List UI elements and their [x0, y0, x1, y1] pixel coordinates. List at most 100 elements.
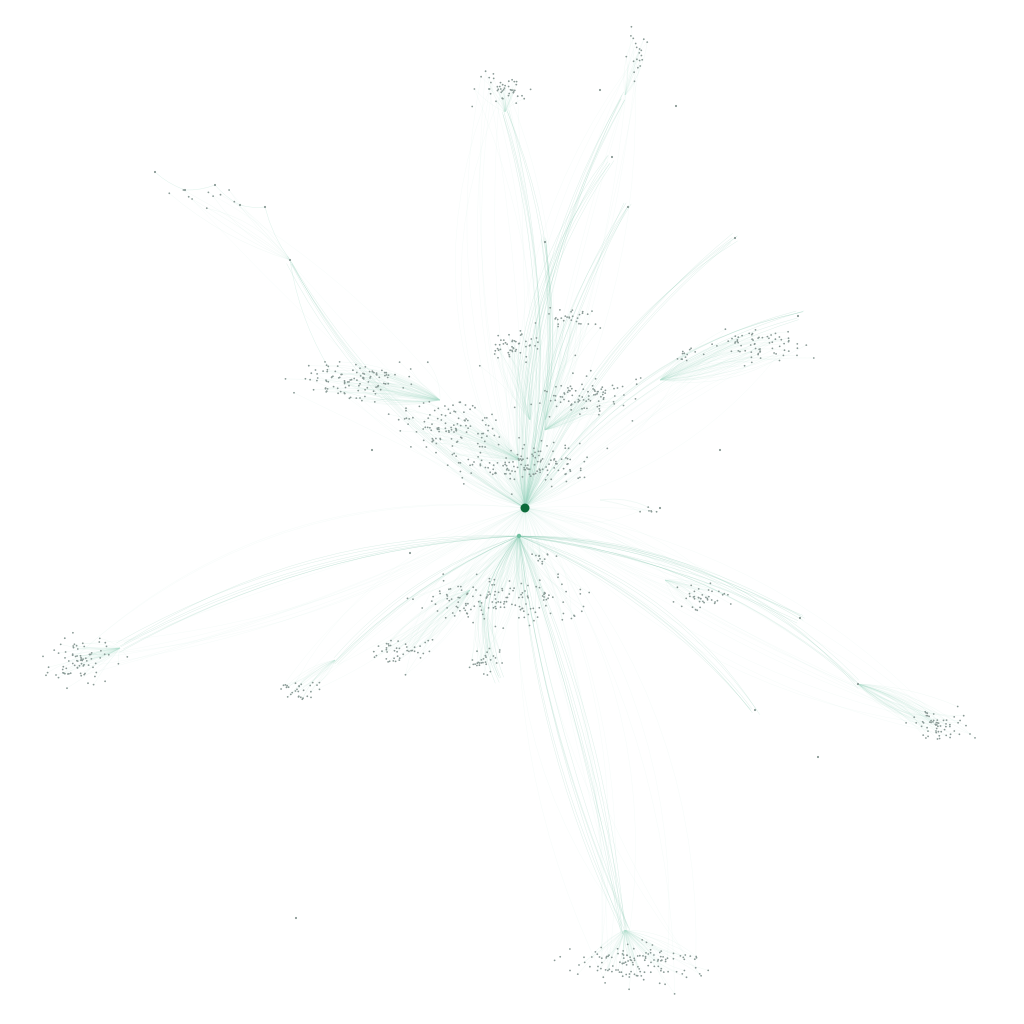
node-north — [507, 85, 510, 88]
node-center-left — [397, 418, 400, 421]
node-east — [739, 350, 741, 353]
node-center-left — [387, 413, 390, 415]
node-south-center — [453, 615, 456, 617]
cluster-edge-north — [489, 77, 506, 113]
hub-edge-south-far — [524, 507, 628, 945]
cluster-edge-south-inner — [479, 599, 491, 672]
cluster-edge-center — [524, 478, 579, 506]
cluster-edge-west-far — [81, 647, 121, 660]
node-south-center — [406, 597, 409, 600]
node-center — [523, 466, 525, 469]
cluster-edge-east-inner — [599, 499, 652, 512]
node-south-far — [644, 955, 647, 958]
node-center-left — [449, 412, 452, 414]
node-east — [778, 336, 781, 338]
cluster-edge-west-upper — [347, 381, 441, 402]
node-center-right — [566, 391, 569, 393]
cluster-edge-west-far — [84, 647, 121, 674]
cluster-edge-north — [504, 90, 512, 113]
cluster-edge-west-upper — [340, 389, 441, 401]
cluster-edge-west-far — [95, 647, 121, 664]
node-west-upper — [373, 371, 375, 374]
cluster-edge-west-lower — [286, 659, 336, 686]
cluster-edge-center-left — [456, 430, 521, 461]
node-south-east — [926, 714, 929, 717]
node-center-left — [444, 422, 447, 425]
node-center-right — [613, 403, 616, 405]
node-upper-small — [578, 322, 580, 325]
hub-edge-east — [524, 338, 789, 509]
cluster-edge-south-west-inner — [388, 589, 471, 645]
node-south-center — [432, 595, 434, 598]
cluster-edge-south-center — [516, 536, 523, 609]
cluster-edge-south-east — [857, 683, 930, 717]
cluster-edge-center-left — [457, 423, 521, 461]
cluster-edge-center — [497, 462, 526, 506]
cluster-edge-south-far — [624, 929, 675, 994]
cluster-edge-west-upper — [369, 377, 441, 401]
node-south-center — [520, 582, 523, 585]
hub-edge-south-inner — [485, 507, 526, 663]
cluster-edge-center-left — [432, 441, 521, 462]
node-west-upper — [375, 374, 378, 376]
peripheral-node — [753, 708, 757, 712]
node-center — [518, 459, 520, 461]
cluster-edge-center-left — [467, 420, 521, 461]
node-center — [545, 466, 547, 468]
node-south-west-inner — [398, 659, 401, 661]
cluster-edge-south-far — [606, 929, 626, 958]
cluster-edge-upper-small — [542, 318, 562, 421]
hub-edge-north-west-sparse — [208, 192, 526, 509]
node-center-right — [571, 394, 574, 397]
cluster-edge-west-far — [63, 647, 121, 674]
hub-edge-center-top — [508, 354, 526, 509]
node-center-right — [582, 399, 585, 401]
node-center — [520, 455, 523, 458]
node-center-right — [559, 395, 562, 398]
node-south-center — [446, 595, 449, 597]
node-center-left — [437, 407, 440, 410]
cluster-edge-south-far — [624, 929, 647, 943]
cluster-edge-center — [524, 470, 548, 506]
cluster-edge-center — [524, 479, 546, 506]
node-east — [757, 353, 759, 356]
trunk-edge — [518, 535, 798, 621]
node-upper-small — [581, 310, 584, 313]
node-south-east — [927, 730, 929, 732]
cluster-edge-south-inner — [472, 599, 481, 661]
hub-edge-east-lower — [524, 507, 703, 596]
node-south-center — [486, 596, 488, 598]
trunk-edge — [291, 261, 526, 509]
cluster-edge-west-far — [47, 647, 121, 673]
node-east-lower — [672, 601, 675, 603]
cluster-edge-west-upper — [359, 368, 441, 401]
node-south-west-inner — [404, 673, 407, 676]
cluster-edge-east — [659, 344, 713, 381]
node-center-right — [570, 404, 572, 406]
cluster-edge-south-center — [513, 536, 520, 589]
cluster-edge-east — [659, 338, 789, 381]
cluster-edge-center — [516, 454, 526, 506]
hub-edge-center-left — [463, 412, 526, 509]
cluster-edge-south-west-inner — [425, 589, 471, 643]
cluster-edge-center-left — [491, 414, 521, 461]
cluster-edge-east — [659, 338, 769, 381]
cluster-edge-west-lower — [288, 659, 336, 688]
hub-edge-north-west-sparse — [183, 189, 526, 509]
cluster-edge-south-center — [509, 536, 520, 595]
cluster-edge-west-upper — [341, 373, 441, 401]
node-west-upper — [348, 397, 351, 400]
node-east-lower — [706, 597, 709, 600]
cluster-edge-west-far — [108, 647, 121, 655]
cluster-edge-south-center — [517, 536, 530, 626]
node-center-left — [422, 428, 425, 430]
cluster-edge-south-inner — [475, 599, 482, 663]
cluster-edge-center-top — [518, 343, 531, 421]
cluster-edge-south-center — [495, 536, 519, 609]
cluster-edge-west-lower — [298, 659, 336, 692]
node-center-right — [587, 395, 590, 397]
node-west-upper — [340, 373, 342, 376]
cluster-edge-center — [478, 456, 526, 506]
node-west-upper — [312, 388, 315, 391]
cluster-edge-east-lower — [664, 579, 709, 591]
